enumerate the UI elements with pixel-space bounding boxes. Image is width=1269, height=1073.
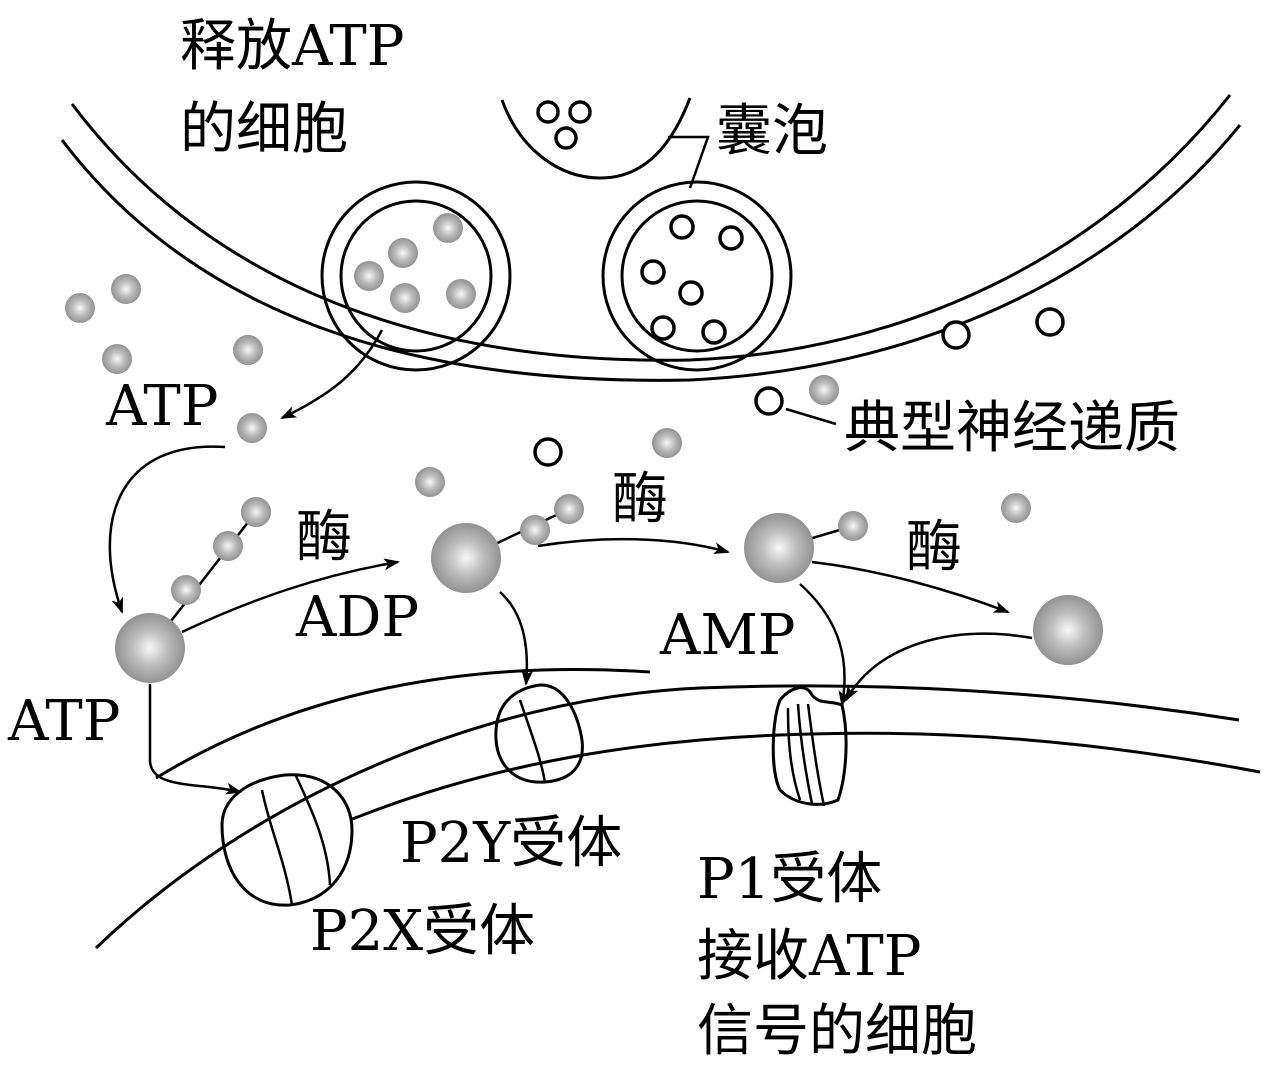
- adenosine-to-p1-arrow: [844, 632, 1033, 702]
- neurotransmitter-leader-line: [785, 407, 837, 426]
- atp-to-molecule-arrow: [108, 445, 226, 614]
- top-vesicle: [500, 97, 692, 180]
- p2x-receptor-shape: [220, 773, 354, 907]
- p2y-receptor-label: P2Y受体: [400, 811, 622, 876]
- neurotransmitter-molecule: [568, 100, 592, 124]
- receiving-cell-label-line1: 接收ATP: [697, 924, 921, 989]
- free-atp-molecules: [65, 274, 1031, 523]
- p2x-receptor-label: P2X受体: [310, 899, 535, 964]
- releasing-cell-label-line2: 的细胞: [180, 97, 348, 162]
- neurotransmitter-molecule: [536, 100, 560, 124]
- enzyme-label-1: 酶: [296, 505, 352, 570]
- p1-receptor-shape: [771, 686, 848, 807]
- amp-to-adenosine-arrow: [811, 560, 1010, 614]
- adp-to-amp-arrow: [537, 537, 730, 555]
- atp-bound-molecule: [115, 497, 271, 683]
- atp-vesicle: [320, 180, 512, 372]
- adp-to-p2y-arrow: [499, 591, 534, 686]
- typical-neurotransmitter-label: 典型神经递质: [844, 396, 1180, 461]
- amp-to-p1-arrow: [799, 583, 851, 707]
- release-arrow: [280, 329, 384, 420]
- adp-molecule: [431, 494, 584, 593]
- top-vesicle-molecules: [536, 100, 592, 150]
- amp-label: AMP: [659, 603, 795, 668]
- neurotransmitter-molecule: [554, 126, 578, 150]
- atp-molecule: [390, 283, 420, 313]
- adp-label: ADP: [295, 585, 419, 650]
- p1-receptor-label: P1受体: [697, 847, 882, 912]
- neurotransmitter-vesicle: [601, 180, 793, 372]
- atp-molecule: [388, 238, 418, 268]
- enzyme-label-2: 酶: [612, 467, 668, 532]
- atp-molecule: [433, 213, 463, 243]
- receiving-cell-label-line2: 信号的细胞: [697, 999, 977, 1064]
- receiving-cell-membrane: [94, 667, 1261, 950]
- atp-to-adp-arrow: [181, 558, 400, 634]
- releasing-cell-label-line1: 释放ATP: [180, 14, 404, 79]
- enzyme-label-3: 酶: [906, 515, 962, 580]
- atp-molecule: [354, 261, 384, 291]
- vesicle-label: 囊泡: [716, 99, 828, 164]
- p2y-receptor-shape: [494, 683, 584, 784]
- amp-molecule: [744, 511, 868, 583]
- vesicle-leader-line: [668, 135, 710, 189]
- atp-released-label: ATP: [105, 374, 218, 439]
- atp-molecule: [446, 279, 476, 309]
- releasing-cell-membrane: [60, 94, 1242, 382]
- adenosine-molecule: [1033, 595, 1103, 665]
- atp-to-p2x-arrow: [148, 684, 242, 795]
- free-neurotransmitter-molecules: [533, 307, 1065, 467]
- atp-bound-label: ATP: [7, 689, 120, 754]
